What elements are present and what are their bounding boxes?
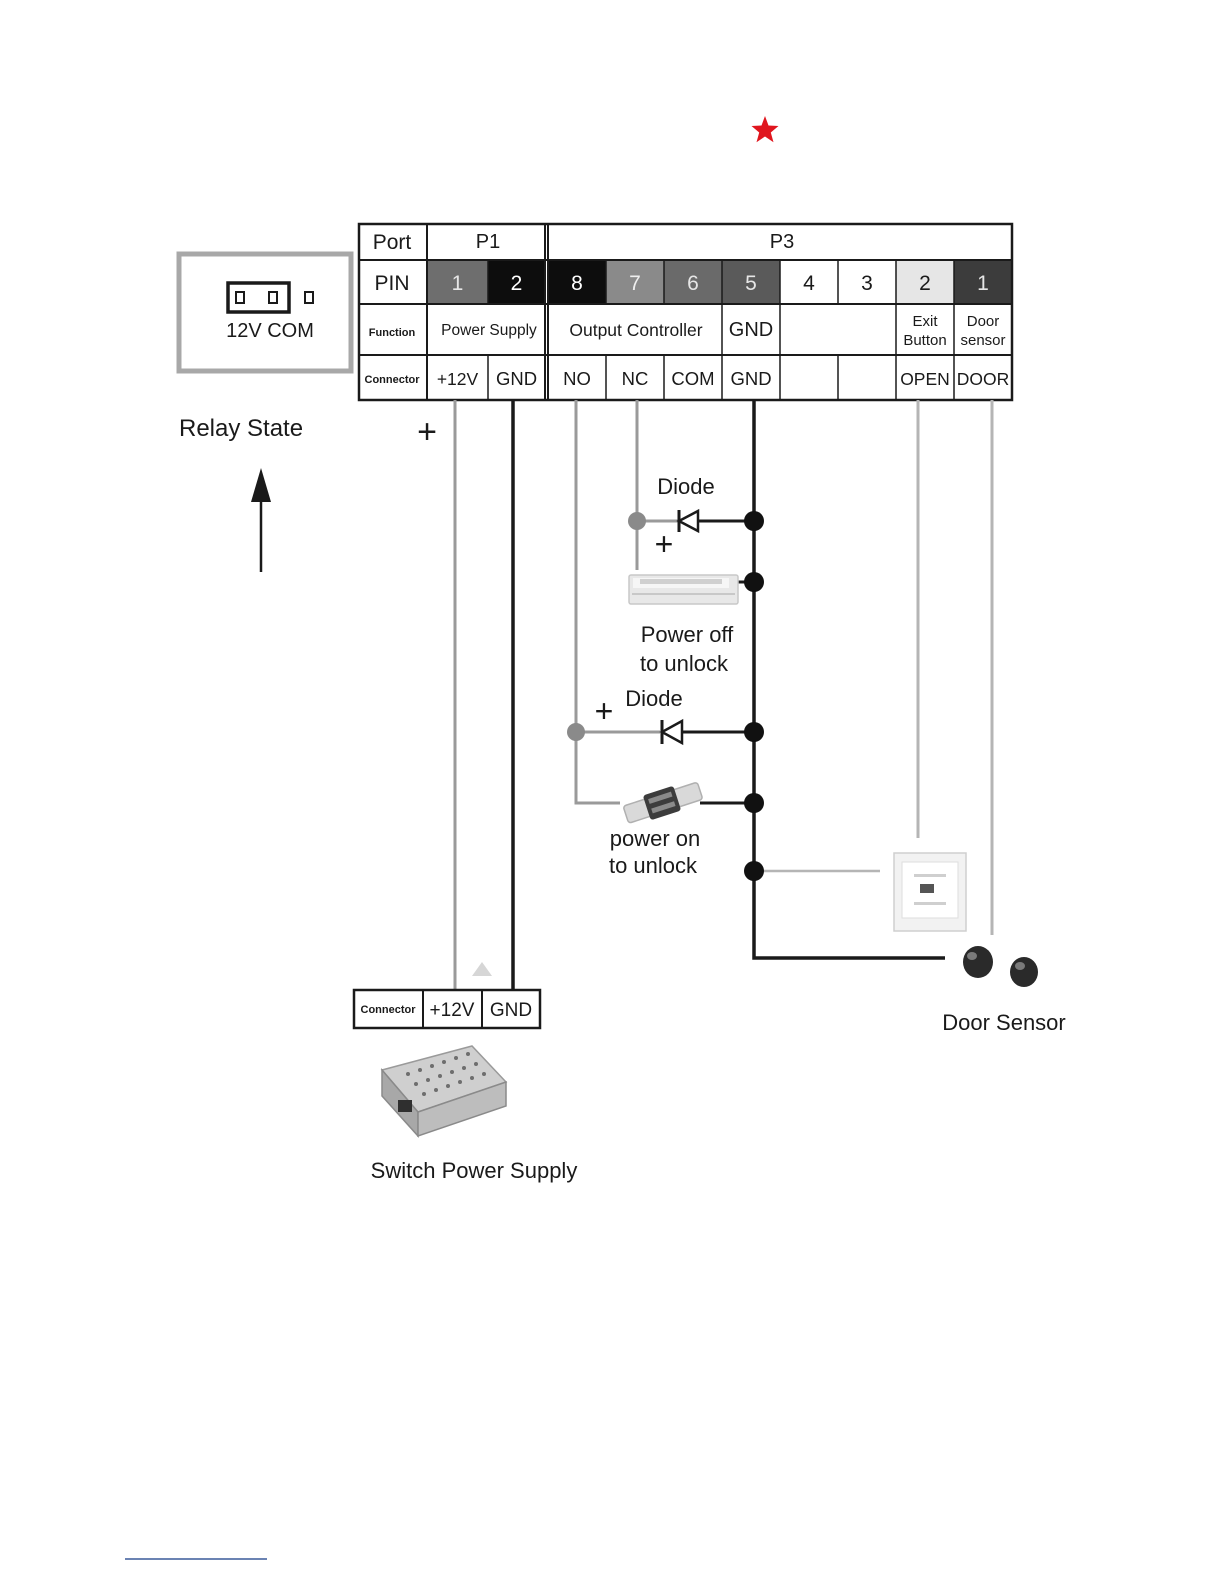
- relay-jumper: [228, 283, 289, 312]
- power-supply-terminal-12v: +12V: [430, 1000, 475, 1021]
- diode-icon-lower: [662, 720, 682, 744]
- door-sensor-icon: [963, 946, 1038, 987]
- connector-label-1: +12V: [437, 369, 479, 389]
- triangle-marker-icon: [472, 962, 492, 976]
- row-label-port: Port: [373, 231, 412, 254]
- pin-label-6: 5: [745, 272, 757, 295]
- pin-label-5: 6: [687, 272, 699, 295]
- relay-jumper-label: 12V COM: [226, 320, 314, 342]
- magnetic-lock-icon: [629, 575, 738, 604]
- pin-row: 1 2 8 7 6 5 4 3 2 1: [427, 260, 1012, 304]
- connector-label-3: NO: [563, 368, 591, 389]
- function-door-sensor-line1: Door: [967, 313, 1000, 330]
- connector-label-2: GND: [496, 368, 537, 389]
- plus-sign-12v: +: [417, 413, 437, 451]
- power-supply-terminal-gnd: GND: [490, 1000, 532, 1021]
- pin-label-3: 8: [571, 272, 583, 295]
- pin-label-1: 1: [452, 272, 464, 295]
- star-icon: [752, 116, 779, 142]
- arrow-up-icon: [251, 468, 271, 572]
- pin-label-4: 7: [629, 272, 641, 295]
- row-label-connector: Connector: [365, 374, 421, 386]
- wire-no: [576, 400, 620, 803]
- port-p3: P3: [770, 231, 794, 253]
- diode-label-lower: Diode: [625, 686, 682, 711]
- exit-button-icon: [894, 853, 966, 931]
- power-supply-terminal-table: Connector +12V GND: [354, 990, 540, 1028]
- function-exit-button-line2: Button: [903, 332, 946, 349]
- electric-strike-icon: [622, 778, 704, 827]
- row-label-pin: PIN: [374, 272, 409, 295]
- relay-state-label: Relay State: [179, 415, 303, 442]
- plus-sign-lower-lock: +: [595, 693, 614, 729]
- pin-label-9: 2: [919, 272, 931, 295]
- power-supply-connector-header: Connector: [361, 1004, 417, 1016]
- diode-label-upper: Diode: [657, 474, 714, 499]
- connector-label-5: COM: [671, 368, 714, 389]
- lock-power-off-label-line2: to unlock: [640, 651, 729, 676]
- pin-table: 1 2 8 7 6 5 4 3 2 1 Port PIN Function Connector P…: [359, 224, 1012, 400]
- relay-state-box: 12V COM: [179, 254, 351, 371]
- lock-power-on-label-line1: power on: [610, 826, 701, 851]
- switch-power-supply-label: Switch Power Supply: [371, 1158, 578, 1183]
- connector-label-9: OPEN: [900, 369, 950, 389]
- door-sensor-label: Door Sensor: [942, 1010, 1066, 1035]
- connector-label-4: NC: [622, 368, 649, 389]
- lock-power-on-label-line2: to unlock: [609, 853, 698, 878]
- function-door-sensor-line2: sensor: [960, 332, 1005, 349]
- row-label-function: Function: [369, 327, 416, 339]
- lock-power-off-label-line1: Power off: [641, 622, 734, 647]
- function-output-controller: Output Controller: [569, 320, 702, 340]
- pin-label-8: 3: [861, 272, 873, 295]
- function-gnd: GND: [729, 319, 773, 341]
- function-power-supply: Power Supply: [441, 322, 537, 339]
- function-exit-button-line1: Exit: [912, 313, 938, 330]
- pin-label-7: 4: [803, 272, 815, 295]
- port-p1: P1: [476, 231, 500, 253]
- connector-label-6: GND: [730, 368, 771, 389]
- pin-label-10: 1: [977, 272, 989, 295]
- switch-power-supply-icon: [382, 1046, 506, 1136]
- diode-icon-upper: [679, 510, 698, 532]
- connector-row: +12V GND NO NC COM GND OPEN DOOR: [437, 368, 1009, 389]
- connector-label-10: DOOR: [957, 369, 1010, 389]
- plus-sign-upper-lock: +: [655, 526, 674, 562]
- pin-label-2: 2: [511, 272, 523, 295]
